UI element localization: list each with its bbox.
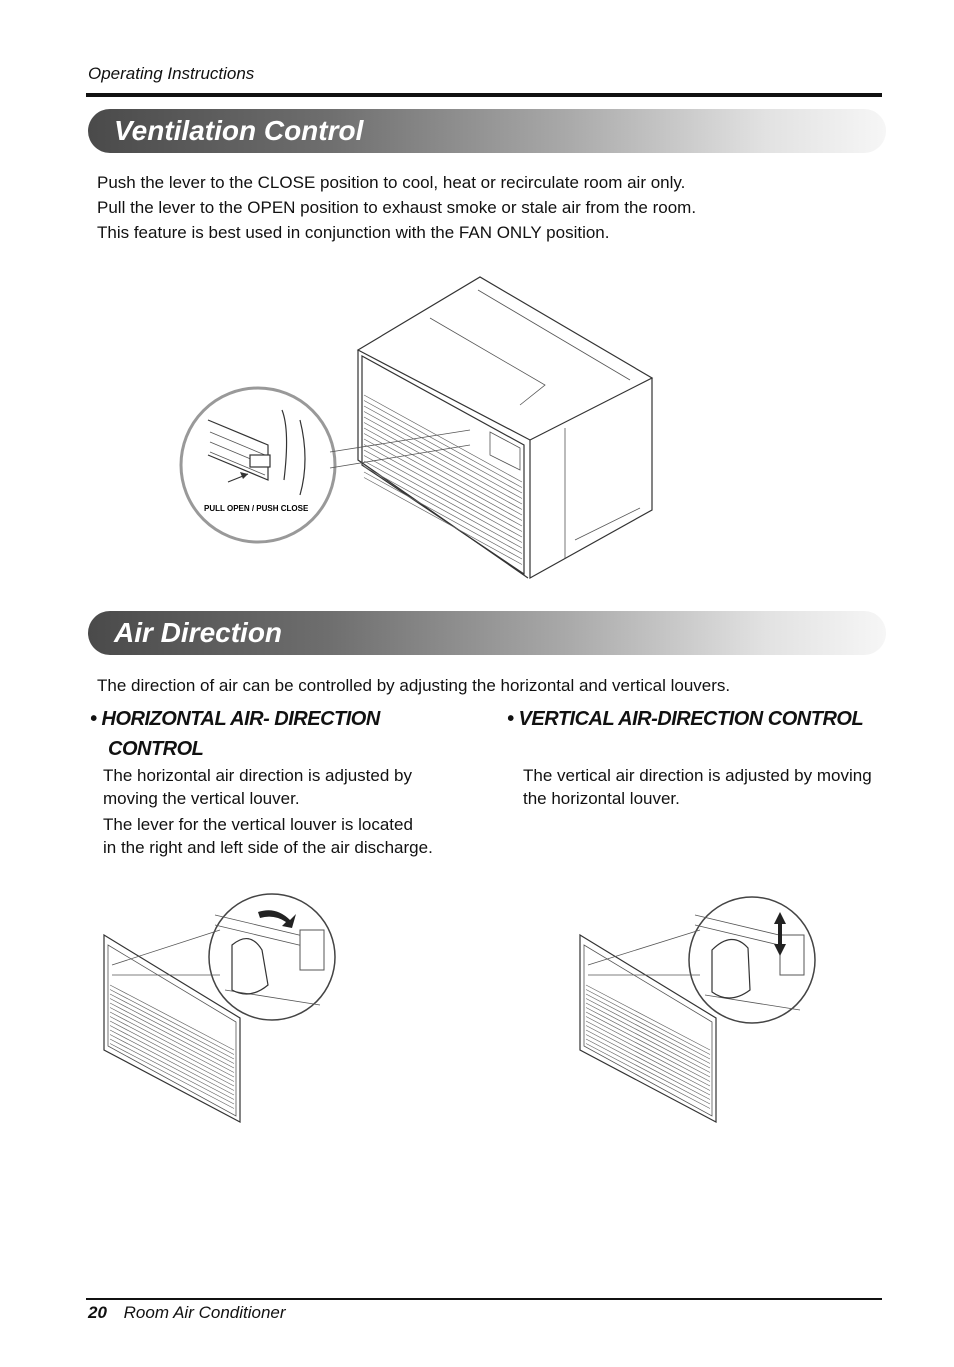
grille-line <box>585 1002 711 1069</box>
grille-line <box>585 984 711 1051</box>
grille-line <box>585 1025 711 1091</box>
vertical-para-line-2: the horizontal louver. <box>523 789 680 808</box>
ventilation-text: Push the lever to the CLOSE position to … <box>97 170 696 245</box>
grille-line <box>109 989 235 1055</box>
footer: 20 Room Air Conditioner <box>88 1303 286 1323</box>
grille-line <box>109 984 235 1051</box>
grille-line <box>109 1016 235 1082</box>
grille-line <box>109 1038 235 1105</box>
air-direction-title: Air Direction <box>114 617 283 648</box>
horizontal-heading-line-2: CONTROL <box>108 738 204 760</box>
footer-rule <box>86 1298 882 1300</box>
grille-line <box>363 416 523 505</box>
grille-line <box>585 993 711 1060</box>
grille-line <box>109 1025 235 1091</box>
grille-line <box>585 1029 711 1096</box>
grille-line <box>109 1002 235 1069</box>
grille-line <box>585 1034 711 1100</box>
ventilation-line-3: This feature is best used in conjunction… <box>97 223 610 242</box>
callout-label: PULL OPEN / PUSH CLOSE <box>204 504 309 513</box>
grille-line <box>363 400 523 488</box>
horizontal-heading-line-1: • HORIZONTAL AIR- DIRECTION <box>90 708 380 730</box>
grille-line <box>109 1029 235 1096</box>
horizontal-para-1: The horizontal air direction is adjusted… <box>103 764 412 810</box>
horizontal-para-1-line-1: The horizontal air direction is adjusted… <box>103 766 412 785</box>
grille-line <box>109 1007 235 1073</box>
grille-line <box>585 998 711 1064</box>
lever-callout <box>179 386 471 544</box>
header-rule <box>86 93 882 97</box>
ventilation-title: Ventilation Control <box>114 115 364 146</box>
grille-line <box>363 477 523 565</box>
grille-line <box>585 1011 711 1078</box>
grille-line <box>109 1034 235 1100</box>
grille-line <box>363 444 523 532</box>
ventilation-banner: Ventilation Control <box>88 109 886 153</box>
ac-unit-drawing <box>356 276 654 580</box>
grille-line <box>585 1016 711 1082</box>
section-label: Operating Instructions <box>88 64 255 83</box>
grille-line <box>109 998 235 1064</box>
grille-line <box>363 394 523 483</box>
vertical-para-line-1: The vertical air direction is adjusted b… <box>523 766 872 785</box>
grille-line <box>363 438 523 527</box>
ventilation-line-2: Pull the lever to the OPEN position to e… <box>97 198 697 217</box>
grille-line <box>109 1043 235 1109</box>
page-number: 20 <box>88 1303 107 1322</box>
footer-title: Room Air Conditioner <box>123 1303 286 1322</box>
vertical-heading: • VERTICAL AIR-DIRECTION CONTROL <box>507 708 864 730</box>
grille-line <box>363 460 523 549</box>
grille-line <box>585 1038 711 1105</box>
grille-line <box>363 455 523 543</box>
grille-line <box>109 1011 235 1078</box>
horizontal-para-2: The lever for the vertical louver is loc… <box>103 813 433 859</box>
grille-line <box>585 1043 711 1109</box>
grille-line <box>363 466 523 554</box>
horizontal-para-1-line-2: moving the vertical louver. <box>103 789 300 808</box>
grille-line <box>363 422 523 510</box>
grille-line <box>109 1020 235 1087</box>
vertical-para: The vertical air direction is adjusted b… <box>523 764 872 810</box>
grille-line <box>363 411 523 499</box>
horizontal-para-2-line-2: in the right and left side of the air di… <box>103 838 433 857</box>
air-direction-intro: The direction of air can be controlled b… <box>97 676 731 695</box>
grille-line <box>585 1020 711 1087</box>
grille-line <box>363 449 523 538</box>
grille-line <box>585 1007 711 1073</box>
grille-line <box>585 989 711 1055</box>
grille-line <box>363 471 523 560</box>
horizontal-para-2-line-1: The lever for the vertical louver is loc… <box>103 815 413 834</box>
ventilation-line-1: Push the lever to the CLOSE position to … <box>97 173 686 192</box>
grille-line <box>109 993 235 1060</box>
grille-line <box>363 433 523 521</box>
air-direction-banner: Air Direction <box>88 611 886 655</box>
